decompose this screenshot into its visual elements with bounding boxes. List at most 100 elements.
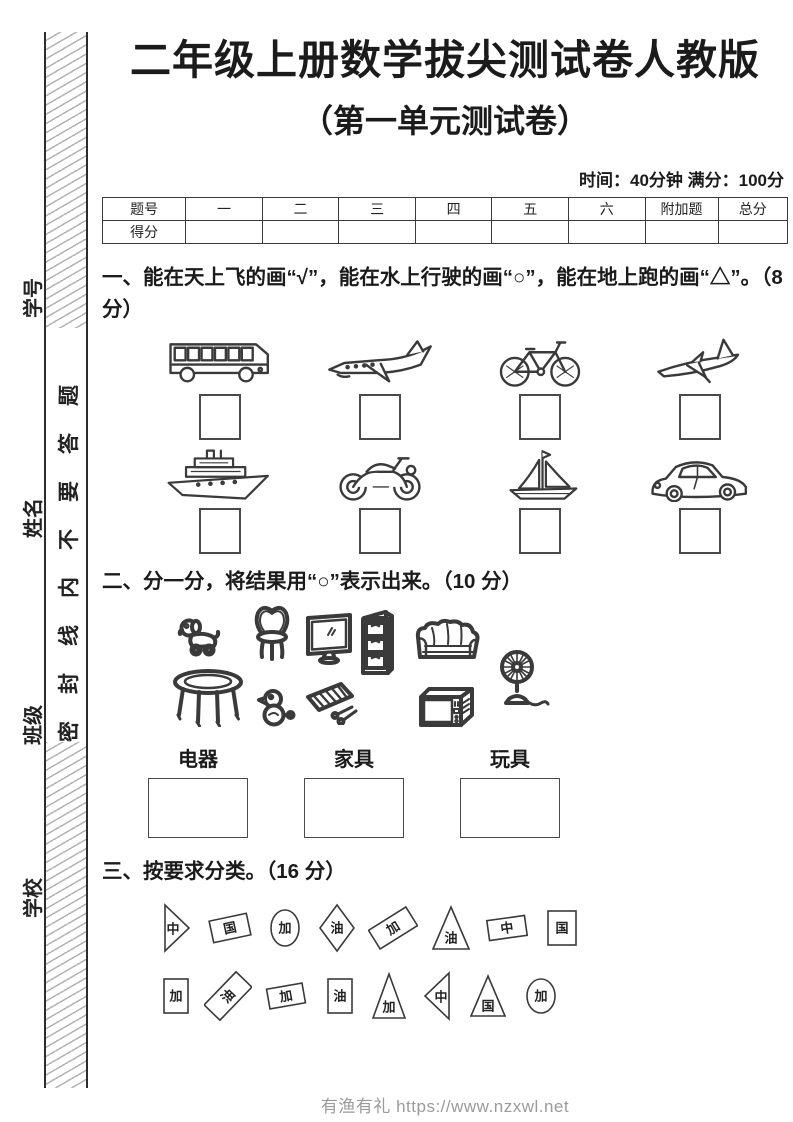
q1-item-ship (140, 448, 300, 554)
shape-square: 国 (546, 909, 578, 947)
score-table: 题号 一 二 三 四 五 六 附加题 总分 得分 (101, 197, 788, 244)
exam-meta: 时间：40分钟 满分：100分 (579, 171, 784, 190)
svg-text:加: 加 (533, 989, 547, 1004)
answer-box[interactable] (679, 507, 721, 554)
score-input-cell[interactable] (261, 220, 340, 244)
category-toys: 玩具 (460, 743, 560, 839)
question-1-text: 一、能在天上飞的画“√”，能在水上行驶的画“○”，能在地上跑的画“△”。（8 分… (102, 266, 783, 321)
score-header-cell: 四 (414, 197, 493, 221)
score-header-cell: 题号 (101, 197, 187, 221)
svg-text:国: 国 (481, 999, 494, 1014)
q1-item-bus (140, 334, 300, 440)
shape-triangle-up: 国 (468, 973, 508, 1019)
answer-box[interactable] (519, 507, 561, 554)
svg-text:加: 加 (168, 989, 182, 1004)
score-header-cell: 二 (261, 197, 340, 221)
toy-duck-icon (252, 687, 296, 729)
answer-box[interactable] (359, 393, 401, 440)
svg-text:中: 中 (166, 922, 179, 937)
score-input-cell[interactable] (491, 220, 569, 244)
shape-rect-tilted-slight: 加 (264, 980, 308, 1012)
answer-box[interactable] (199, 507, 241, 554)
small-jet-icon (652, 334, 748, 388)
svg-text:加: 加 (383, 918, 403, 938)
shape-rect-tilted-slight: 中 (484, 911, 530, 945)
score-input-cell[interactable] (338, 220, 416, 244)
score-input-cell[interactable] (644, 220, 719, 244)
answer-box[interactable] (199, 393, 241, 440)
category-furniture: 家具 (304, 743, 404, 839)
school-label: 学校 (23, 878, 45, 918)
answer-box[interactable] (679, 393, 721, 440)
q1-item-sailboat (460, 448, 620, 554)
main-column: 二年级上册数学拔尖测试卷人教版 （第一单元测试卷） 时间：40分钟 满分：100… (101, 0, 788, 1122)
shape-rect-tilted-steep: 加 (368, 904, 418, 952)
svg-text:油: 油 (333, 989, 346, 1004)
score-input-cell[interactable] (717, 220, 788, 244)
page-subtitle: （第一单元测试卷） (300, 103, 589, 139)
q1-item-motorcycle (300, 448, 460, 554)
question-3-row-2: 加 油 加 (102, 970, 788, 1022)
sofa-icon (412, 617, 484, 665)
score-input-cell[interactable] (568, 220, 646, 244)
score-input-cell[interactable] (414, 220, 493, 244)
score-header-cell: 六 (568, 197, 646, 221)
question-3-text: 三、按要求分类。（16 分） (102, 860, 346, 884)
seal-line-band (44, 32, 88, 1088)
footer-watermark: 有渔有礼 https://www.nzxwl.net (320, 1097, 570, 1117)
svg-text:国: 国 (222, 919, 238, 936)
microwave-oven-icon (416, 683, 480, 729)
page-title: 二年级上册数学拔尖测试卷人教版 (130, 37, 760, 83)
answer-rect[interactable] (304, 778, 404, 839)
q1-item-small-jet (620, 334, 780, 440)
chair-icon (250, 603, 294, 671)
answer-rect[interactable] (148, 778, 248, 839)
question-2-text: 二、分一分，将结果用“○”表示出来。（10 分） (102, 569, 523, 593)
svg-text:中: 中 (500, 920, 515, 937)
question-1-grid (102, 334, 788, 554)
svg-text:加: 加 (277, 921, 291, 936)
svg-text:油: 油 (330, 921, 343, 936)
motorcycle-icon (329, 448, 431, 502)
q1-row-2 (140, 448, 788, 554)
shape-ellipse: 加 (524, 976, 558, 1016)
name-label: 姓名 (23, 498, 45, 538)
answer-box[interactable] (359, 507, 401, 554)
bus-icon (160, 334, 280, 388)
car-icon (645, 448, 755, 502)
answer-rect[interactable] (460, 778, 560, 839)
answer-box[interactable] (519, 393, 561, 440)
svg-text:加: 加 (381, 1000, 395, 1015)
shape-diamond: 油 (318, 903, 356, 953)
category-appliances: 电器 (148, 743, 248, 839)
category-label: 电器 (178, 749, 218, 772)
seal-text-gap (46, 328, 86, 742)
school-field: 学校 (20, 771, 46, 918)
question-3-row-1: 中 国 加 油 (102, 902, 788, 954)
television-icon (304, 613, 354, 665)
class-field: 班级 (20, 585, 46, 745)
category-label: 玩具 (490, 749, 530, 772)
score-input-cell[interactable] (185, 220, 263, 244)
round-table-icon (170, 667, 246, 727)
shape-triangle-right: 中 (162, 902, 192, 954)
seal-line-text: 密封线内不要答题 (58, 358, 81, 742)
score-header-cell: 三 (338, 197, 416, 221)
shape-rect-tilted: 国 (206, 909, 254, 947)
score-header-cell: 附加题 (644, 197, 719, 221)
toy-dog-icon (174, 615, 228, 659)
score-table-score-row: 得分 (101, 220, 788, 244)
score-header-cell: 总分 (717, 197, 788, 221)
bicycle-icon (494, 334, 586, 388)
score-header-cell: 一 (185, 197, 263, 221)
shape-rect-tilted-steep: 油 (204, 970, 252, 1022)
score-table-header-row: 题号 一 二 三 四 五 六 附加题 总分 (101, 197, 788, 221)
name-field: 姓名 (20, 378, 46, 538)
svg-text:油: 油 (444, 931, 457, 946)
shape-triangle-left: 中 (422, 970, 452, 1022)
svg-text:加: 加 (277, 988, 293, 1005)
score-row-label: 得分 (101, 220, 187, 244)
question-2-items (102, 603, 788, 739)
shape-square: 加 (162, 976, 190, 1016)
